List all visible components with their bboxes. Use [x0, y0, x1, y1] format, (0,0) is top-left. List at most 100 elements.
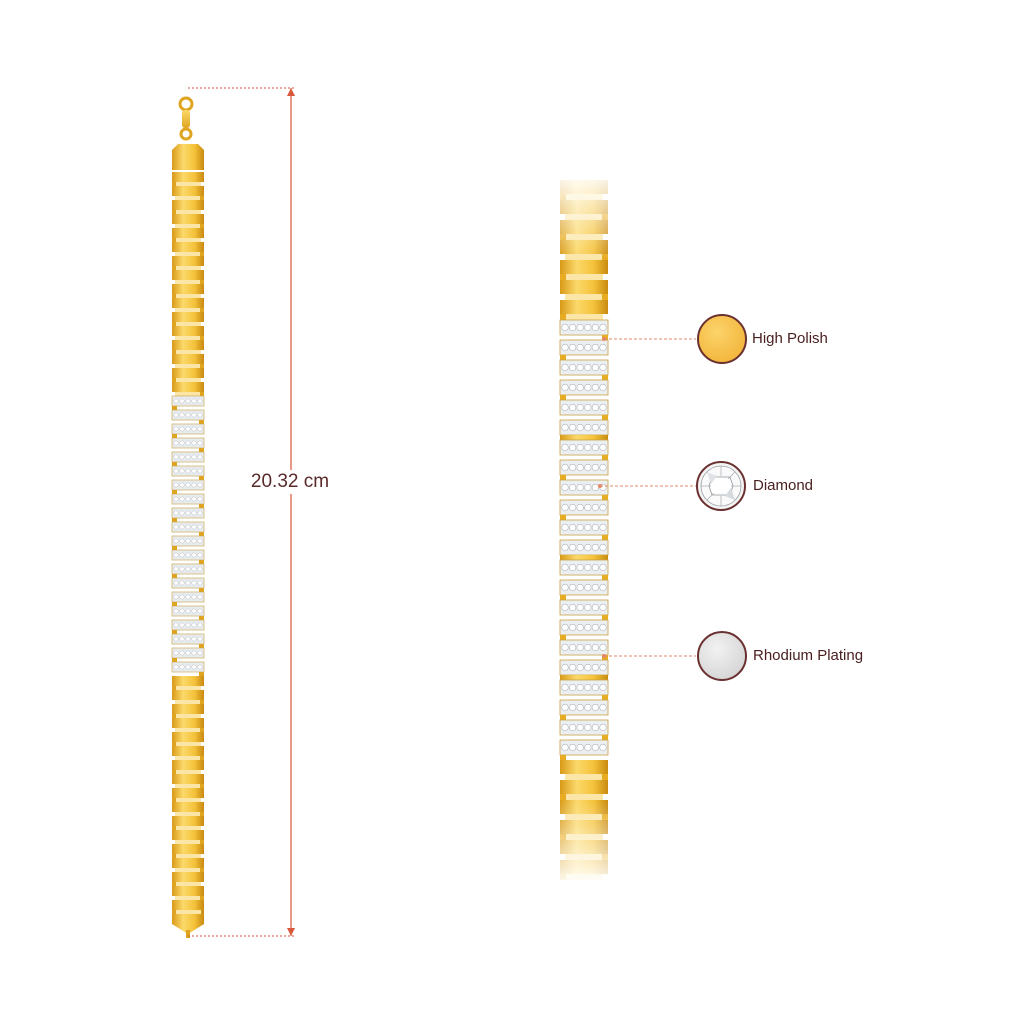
link-connector [200, 392, 204, 396]
closeup-diamond-stone [599, 603, 607, 612]
link-connector [200, 812, 204, 816]
closeup-link-gap [565, 274, 603, 280]
gold-link [172, 172, 204, 182]
link-gap [175, 210, 201, 214]
closeup-fade-top [540, 170, 640, 260]
diamond-stone [191, 538, 197, 544]
closeup-diamond-stone [591, 743, 600, 752]
closeup-diamond-stone [599, 563, 607, 572]
closeup-diamond-stone [599, 443, 607, 452]
gold-link [172, 788, 204, 798]
closeup-diamond-stone [561, 463, 569, 472]
diamond-stone [185, 454, 191, 460]
closeup-diamond-stone [599, 343, 607, 352]
closeup-diamond-stone [584, 463, 592, 472]
closeup-diamond-stone [576, 683, 584, 692]
diamond-stone [179, 566, 185, 572]
closeup-diamond-stone [561, 603, 569, 612]
diamond-stone [191, 412, 197, 418]
diamond-stone [191, 580, 197, 586]
link-connector [200, 756, 204, 760]
diamond-stone [179, 496, 185, 502]
closeup-connector [560, 595, 566, 600]
closeup-diamond-stone [591, 583, 600, 592]
diamond-stone [173, 496, 179, 502]
link-connector [172, 406, 177, 410]
closeup-diamond-link [559, 679, 609, 696]
closeup-diamond-stone [591, 623, 600, 632]
diamond-stone [197, 594, 203, 600]
link-gap [175, 728, 201, 732]
diamond-stone [197, 538, 203, 544]
closeup-diamond-stone [576, 583, 584, 592]
link-connector [199, 420, 204, 424]
link-gap [175, 700, 201, 704]
closeup-diamond-stone [568, 743, 577, 752]
diamond-stone [179, 482, 185, 488]
link-connector [172, 770, 176, 774]
closeup-diamond-stone [591, 563, 600, 572]
diamond-stone [179, 468, 185, 474]
closeup-diamond-link [559, 559, 609, 576]
closeup-diamond-link [559, 459, 609, 476]
diamond-stone [185, 510, 191, 516]
diamond-stone [185, 650, 191, 656]
link-connector [172, 378, 176, 382]
diamond-facet [707, 472, 717, 484]
link-gap [175, 826, 201, 830]
closeup-diamond-link [559, 359, 609, 376]
closeup-connector [560, 355, 566, 360]
closeup-diamond-stone [568, 603, 577, 612]
closeup-diamond-stone [568, 643, 577, 652]
diamond-stone [179, 510, 185, 516]
gold-link [172, 354, 204, 364]
closeup-diamond-stone [591, 663, 600, 672]
closeup-diamond-stone [599, 363, 607, 372]
diamond-stone [173, 664, 179, 670]
closeup-connector [560, 755, 566, 760]
gold-link [172, 326, 204, 336]
gold-link [172, 858, 204, 868]
diamond-stone [197, 566, 203, 572]
diamond-stone [173, 482, 179, 488]
closeup-diamond-stone [584, 603, 592, 612]
feature-label-diamond: Diamond [753, 477, 814, 494]
high-polish-swatch [697, 314, 747, 364]
diamond-stone [191, 468, 197, 474]
closeup-connector [560, 475, 566, 480]
link-gap [175, 392, 201, 396]
link-connector [199, 504, 204, 508]
gold-link [172, 676, 204, 686]
closeup-diamond-stone [591, 403, 600, 412]
link-gap [175, 336, 201, 340]
gold-link [172, 690, 204, 700]
clasp-icon [178, 96, 194, 112]
length-label: 20.32 cm [230, 470, 350, 494]
closeup-diamond-stone [568, 463, 577, 472]
gold-link [172, 214, 204, 224]
closeup-diamond-stone [591, 463, 600, 472]
closeup-diamond-stone [568, 703, 577, 712]
dimension-arrow-top [287, 88, 295, 96]
dimension-arrow-bottom [287, 928, 295, 936]
diamond-facet-line [727, 471, 736, 480]
closeup-diamond-stone [584, 443, 592, 452]
closeup-diamond-stone [576, 403, 584, 412]
closeup-connector [560, 274, 566, 280]
gold-link [172, 312, 204, 322]
diamond-stone [185, 608, 191, 614]
closeup-gold-link [560, 260, 608, 274]
closeup-diamond-stone [599, 463, 607, 472]
closeup-diamond-stone [561, 683, 569, 692]
diamond-stone [173, 538, 179, 544]
closeup-link-gap [565, 774, 603, 780]
closeup-link-gap [565, 794, 603, 800]
diamond-stone [173, 412, 179, 418]
closeup-diamond-stone [591, 503, 600, 512]
closeup-diamond-stone [568, 403, 577, 412]
closeup-diamond-stone [568, 663, 577, 672]
gold-link [172, 242, 204, 252]
closeup-diamond-stone [591, 483, 600, 492]
diamond-stone [173, 510, 179, 516]
link-connector [172, 574, 177, 578]
